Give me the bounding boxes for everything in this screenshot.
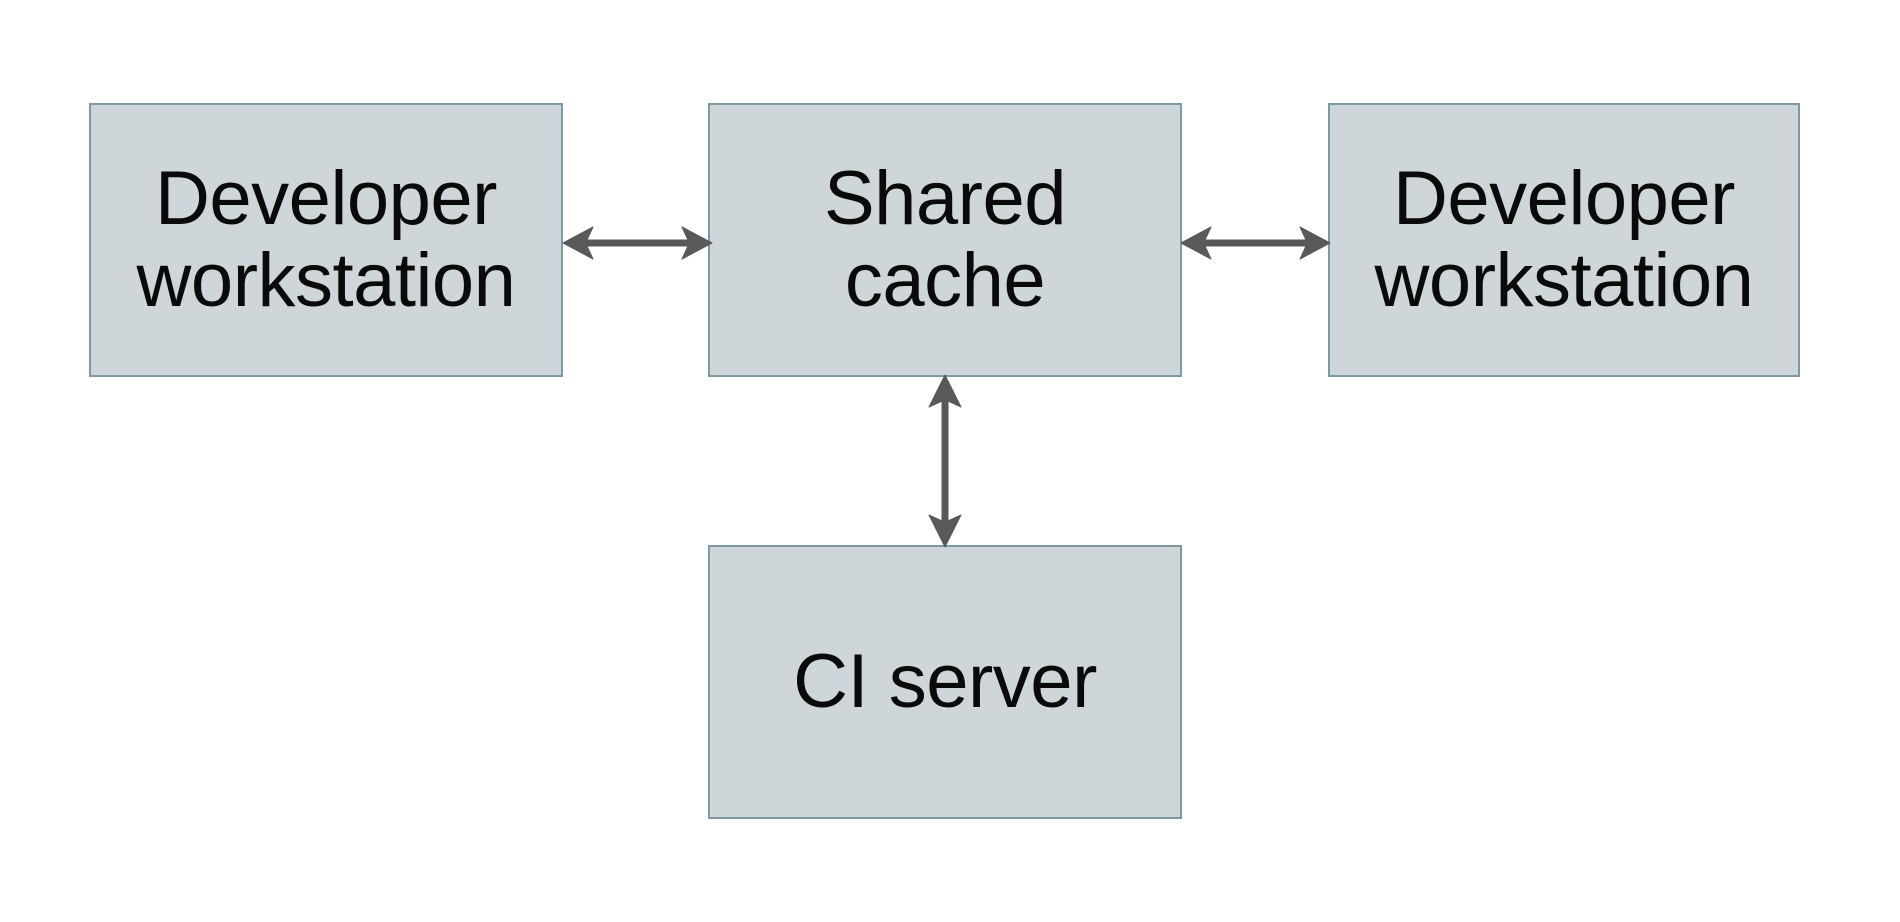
node-developer-workstation-left[interactable]: Developer workstation <box>89 103 563 377</box>
double-arrow-horizontal-icon <box>562 226 713 260</box>
double-arrow-vertical-icon <box>928 374 962 548</box>
node-shared-cache[interactable]: Shared cache <box>708 103 1182 377</box>
edge-developer-left-to-shared-cache <box>560 214 715 272</box>
edge-shared-cache-to-developer-right <box>1178 214 1333 272</box>
node-label: Shared cache <box>823 155 1067 323</box>
node-label: CI server <box>793 638 1097 724</box>
node-developer-workstation-right[interactable]: Developer workstation <box>1328 103 1800 377</box>
double-arrow-horizontal-icon <box>1180 226 1331 260</box>
node-label: Developer workstation <box>1374 155 1754 323</box>
edge-shared-cache-to-ci-server <box>916 372 974 550</box>
node-label: Developer workstation <box>136 155 516 323</box>
node-ci-server[interactable]: CI server <box>708 545 1182 819</box>
